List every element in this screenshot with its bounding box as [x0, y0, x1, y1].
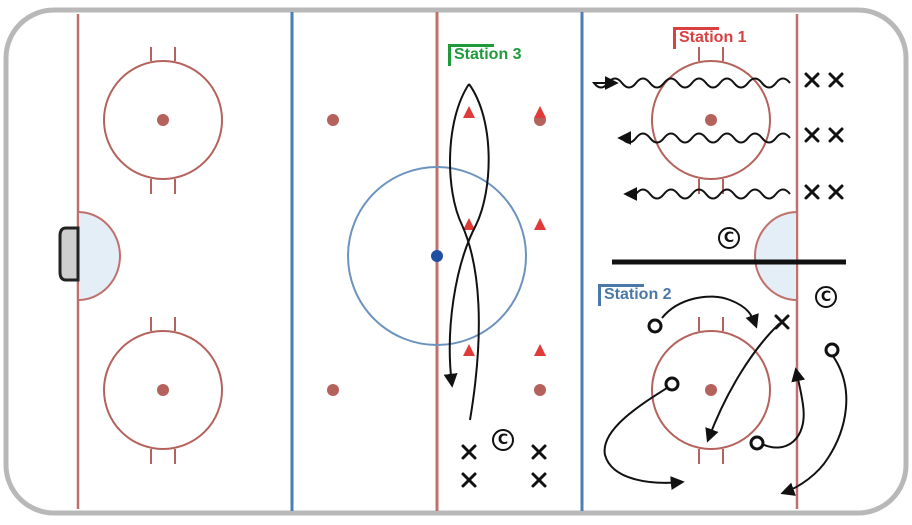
- faceoff-dot: [705, 114, 717, 126]
- player-x: [804, 184, 820, 200]
- faceoff-dot: [157, 384, 169, 396]
- faceoff-circle-right-bottom: [651, 317, 771, 464]
- coach-marker: C: [718, 227, 740, 249]
- player-x: [828, 72, 844, 88]
- neutral-zone-dot: [534, 384, 546, 396]
- station-1-players: [804, 72, 844, 200]
- station-1-stickhandling-path: [617, 131, 791, 145]
- player-x: [804, 127, 820, 143]
- cone: [463, 218, 475, 230]
- puck: [749, 435, 765, 451]
- player-x: [531, 444, 547, 460]
- station-3-label: Station 3: [448, 44, 522, 66]
- faceoff-dot: [705, 384, 717, 396]
- coach-marker: C: [492, 429, 514, 451]
- puck: [824, 342, 840, 358]
- cone: [534, 344, 546, 356]
- station-2-skating-path: [761, 367, 806, 449]
- faceoff-dot: [157, 114, 169, 126]
- station-2-pucks: [647, 318, 840, 451]
- right-goal-crease: [754, 210, 798, 302]
- player-x: [828, 184, 844, 200]
- station-3-skating-path: [449, 83, 480, 421]
- cone: [534, 106, 546, 118]
- player-x: [804, 72, 820, 88]
- rink-boards: [3, 7, 909, 516]
- coach-marker: C: [815, 286, 837, 308]
- cones: [463, 106, 546, 356]
- faceoff-circle-left-top: [103, 47, 223, 194]
- cone: [463, 344, 475, 356]
- cone: [463, 106, 475, 118]
- faceoff-circle-left-bottom: [103, 317, 223, 464]
- player-x: [774, 314, 790, 330]
- puck: [664, 376, 680, 392]
- player-x: [461, 472, 477, 488]
- left-goal-crease: [77, 210, 121, 302]
- neutral-zone-dot: [327, 384, 339, 396]
- player-x: [828, 127, 844, 143]
- player-x: [461, 444, 477, 460]
- puck: [647, 318, 663, 334]
- station-1-label: Station 1: [673, 27, 747, 49]
- station-1-stickhandling-path: [623, 187, 791, 201]
- station-1-stickhandling-path: [591, 76, 791, 90]
- neutral-zone-dot: [327, 114, 339, 126]
- left-goal-net: [58, 226, 80, 282]
- station-2-skating-path: [780, 351, 848, 496]
- center-circle: [347, 166, 527, 346]
- station-2-skating-path: [603, 387, 685, 491]
- cone: [534, 218, 546, 230]
- station-2-skating-path: [705, 323, 780, 443]
- station-2-label: Station 2: [598, 284, 672, 306]
- station-2-skating-path: [661, 295, 759, 329]
- station-3-players: [461, 444, 547, 488]
- center-faceoff-dot: [431, 250, 443, 262]
- station-2-paths: [603, 295, 848, 496]
- station-3-skating-path: [443, 83, 490, 388]
- player-x: [531, 472, 547, 488]
